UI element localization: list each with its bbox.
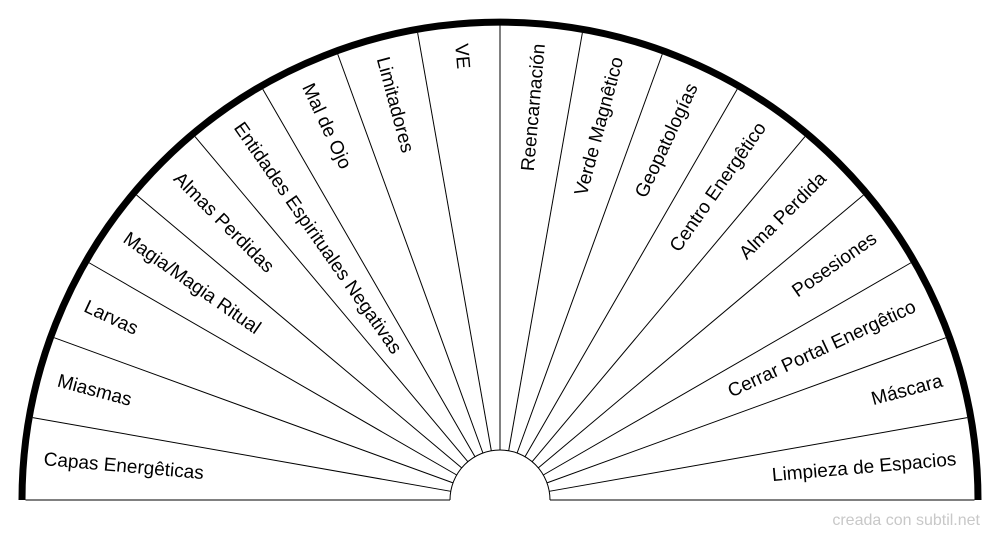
outer-arc (18, 18, 982, 501)
sector-label: Verde Magnêtico (571, 55, 628, 198)
sector-label: VE (450, 43, 473, 70)
sector-label: Alma Perdida (735, 168, 831, 264)
sector-divider (537, 194, 864, 469)
sector-label: Limpieza de Espacios (771, 449, 957, 486)
sector-divider (549, 417, 968, 492)
sector-divider (508, 32, 583, 451)
sector-divider (262, 88, 476, 457)
center-hub-arc (449, 449, 551, 501)
sector-label: Mal de Ojo (297, 80, 355, 172)
sector-label: Reencarnación (518, 43, 550, 172)
sector-divider (53, 337, 454, 484)
sector-divider (543, 262, 912, 476)
sector-divider (546, 337, 947, 484)
credit-text: creada con subtil.net (832, 512, 980, 529)
sector-label: Posesiones (788, 228, 881, 302)
sector-divider (516, 53, 663, 454)
sector-divider (32, 417, 451, 492)
sector-divider (531, 136, 806, 463)
sector-divider (417, 32, 492, 451)
sector-divider (136, 194, 463, 469)
sector-label: Máscara (869, 371, 945, 410)
sector-label: Limitadores (372, 55, 418, 155)
sector-label: Larvas (81, 296, 142, 339)
sector-label: Miasmas (55, 371, 134, 411)
sector-label: Geopatologías (631, 80, 702, 201)
sector-label: Almas Perdidas (169, 168, 278, 277)
sector-divider (524, 88, 738, 457)
sector-divider (194, 136, 469, 463)
sector-divider (88, 262, 457, 476)
sector-divider (337, 53, 484, 454)
sector-label: Capas Energêticas (43, 449, 205, 484)
